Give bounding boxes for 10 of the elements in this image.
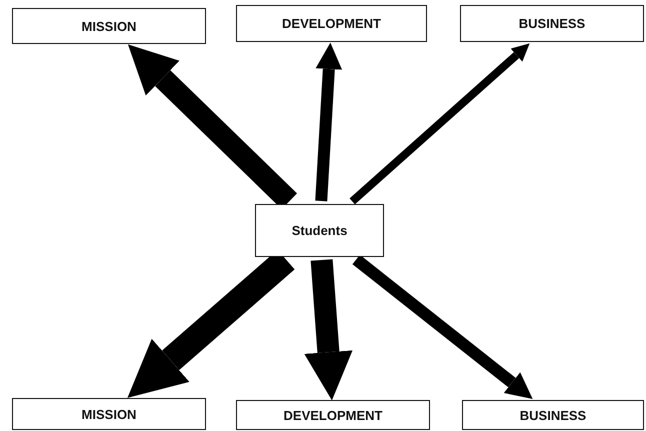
category-box: BUSINESS (462, 400, 644, 430)
category-box: MISSION (12, 398, 206, 430)
category-box: Students (255, 204, 384, 257)
category-box: BUSINESS (460, 5, 644, 42)
category-box: DEVELOPMENT (236, 5, 427, 42)
category-box: DEVELOPMENT (236, 400, 430, 430)
block-arrow (352, 254, 533, 399)
block-arrow (350, 43, 530, 204)
block-arrow (315, 42, 342, 202)
category-box: MISSION (12, 8, 206, 44)
